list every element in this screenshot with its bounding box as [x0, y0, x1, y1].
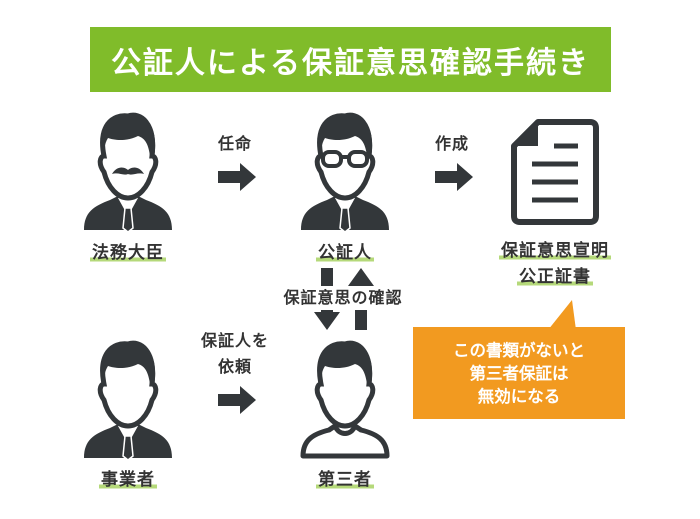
label-third-party: 第三者 — [316, 470, 374, 490]
arrow-right-icon — [435, 163, 473, 191]
callout-pointer — [548, 300, 576, 330]
label-business: 事業者 — [99, 470, 157, 490]
label-appoint: 任命 — [217, 134, 252, 153]
title-banner: 公証人による保証意思確認手続き — [90, 27, 611, 92]
arrow-right-icon — [218, 163, 256, 191]
person-glasses-icon — [300, 112, 390, 232]
label-confirm: 保証意思の確認 — [263, 286, 423, 310]
label-create: 作成 — [434, 134, 469, 153]
document-icon — [511, 119, 599, 225]
label-request-line2: 依頼 — [217, 357, 252, 376]
person-casual-icon — [300, 340, 390, 459]
callout-line3: 無効になる — [477, 386, 561, 406]
title: 公証人による保証意思確認手続き — [110, 45, 591, 81]
arrow-right-icon — [218, 386, 256, 414]
callout-line1: この書類がないと — [453, 340, 585, 360]
person-mustache-icon — [83, 112, 173, 232]
label-minister: 法務大臣 — [90, 243, 166, 263]
label-document-line2: 公正証書 — [517, 267, 593, 287]
person-icon — [83, 340, 173, 460]
callout-line2: 第三者保証は — [469, 363, 569, 383]
label-request-line1: 保証人を — [200, 331, 269, 350]
label-notary: 公証人 — [316, 243, 374, 263]
callout: この書類がないと 第三者保証は 無効になる — [413, 327, 625, 419]
label-document-line1: 保証意思宣明 — [499, 241, 611, 261]
